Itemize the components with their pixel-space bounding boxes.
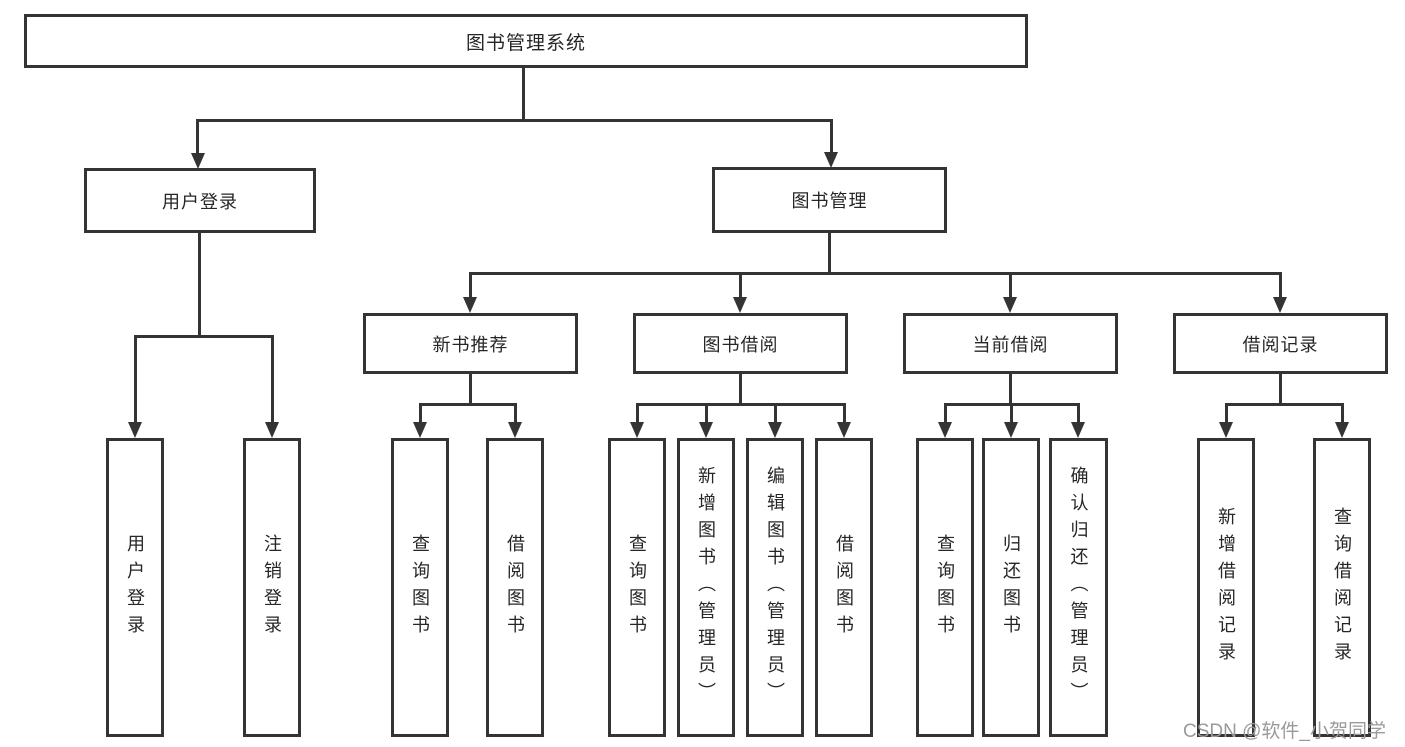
connector-line bbox=[1009, 372, 1012, 406]
arrowhead-down-icon bbox=[824, 152, 838, 168]
node-label: 新书推荐 bbox=[432, 334, 509, 355]
leaf-query-books-recommend: 查询图书 bbox=[391, 438, 449, 737]
connector-line bbox=[705, 403, 708, 424]
leaf-label: 查询借阅记录 bbox=[1332, 506, 1352, 669]
csdn-watermark: CSDN @软件_小贺同学 bbox=[1183, 721, 1386, 742]
leaf-label: 查询图书 bbox=[627, 533, 647, 642]
arrowhead-down-icon bbox=[508, 422, 522, 438]
connector-line bbox=[636, 403, 639, 424]
node-library-management-system: 图书管理系统 bbox=[24, 14, 1028, 68]
leaf-label: 确认归还（管理员） bbox=[1068, 466, 1089, 709]
connector-line bbox=[271, 335, 274, 424]
connector-line bbox=[830, 119, 833, 155]
connector-line bbox=[522, 66, 525, 122]
node-user-login: 用户登录 bbox=[84, 168, 316, 233]
connector-line bbox=[1341, 403, 1344, 424]
leaf-label: 编辑图书（管理员） bbox=[765, 466, 785, 709]
node-label: 图书借阅 bbox=[702, 334, 779, 355]
connector-line bbox=[636, 403, 846, 406]
leaf-label: 用户登录 bbox=[125, 533, 145, 642]
connector-line bbox=[469, 272, 1282, 275]
connector-line bbox=[514, 403, 517, 424]
node-label: 图书管理系统 bbox=[465, 32, 586, 54]
node-label: 用户登录 bbox=[162, 191, 238, 212]
connector-line bbox=[828, 231, 831, 275]
node-borrowing-records: 借阅记录 bbox=[1173, 313, 1388, 374]
node-new-book-recommendation: 新书推荐 bbox=[363, 313, 578, 374]
arrowhead-down-icon bbox=[1273, 297, 1287, 313]
arrowhead-down-icon bbox=[128, 422, 142, 438]
leaf-label: 归还图书 bbox=[1001, 533, 1021, 642]
connector-line bbox=[843, 403, 846, 424]
leaf-borrow-books-recommend: 借阅图书 bbox=[486, 438, 544, 737]
arrowhead-down-icon bbox=[1335, 422, 1349, 438]
arrowhead-down-icon bbox=[463, 297, 477, 313]
node-current-borrowing: 当前借阅 bbox=[903, 313, 1118, 374]
connector-line bbox=[944, 403, 947, 424]
leaf-confirm-return-admin: 确认归还（管理员） bbox=[1049, 438, 1108, 737]
arrowhead-down-icon bbox=[699, 422, 713, 438]
connector-line bbox=[469, 372, 472, 406]
leaf-logout: 注销登录 bbox=[243, 438, 301, 737]
connector-line bbox=[1279, 372, 1282, 406]
connector-line bbox=[1010, 403, 1013, 424]
node-book-borrowing: 图书借阅 bbox=[633, 313, 848, 374]
node-label: 借阅记录 bbox=[1242, 334, 1319, 355]
arrowhead-down-icon bbox=[1071, 422, 1085, 438]
connector-line bbox=[739, 272, 742, 301]
leaf-label: 查询图书 bbox=[410, 533, 430, 642]
connector-line bbox=[134, 335, 274, 338]
leaf-label: 查询图书 bbox=[935, 533, 955, 642]
connector-line bbox=[196, 119, 199, 155]
connector-line bbox=[419, 403, 422, 424]
arrowhead-down-icon bbox=[938, 422, 952, 438]
leaf-label: 新增借阅记录 bbox=[1216, 506, 1236, 669]
connector-line bbox=[1225, 403, 1344, 406]
leaf-add-borrow-record: 新增借阅记录 bbox=[1197, 438, 1255, 737]
connector-line bbox=[1009, 272, 1012, 301]
node-label: 图书管理 bbox=[791, 191, 868, 211]
leaf-query-borrow-record: 查询借阅记录 bbox=[1313, 438, 1371, 737]
connector-line bbox=[739, 372, 742, 406]
leaf-borrow-books: 借阅图书 bbox=[815, 438, 873, 737]
node-label: 当前借阅 bbox=[972, 334, 1049, 355]
arrowhead-down-icon bbox=[1004, 422, 1018, 438]
connector-line bbox=[469, 272, 472, 301]
arrowhead-down-icon bbox=[733, 297, 747, 313]
arrowhead-down-icon bbox=[837, 422, 851, 438]
arrowhead-down-icon bbox=[1003, 297, 1017, 313]
leaf-label: 新增图书（管理员） bbox=[696, 466, 716, 709]
arrowhead-down-icon bbox=[191, 153, 205, 169]
arrowhead-down-icon bbox=[768, 422, 782, 438]
connector-line bbox=[1279, 272, 1282, 301]
leaf-add-books-admin: 新增图书（管理员） bbox=[677, 438, 735, 737]
connector-line bbox=[1077, 403, 1080, 424]
connector-line bbox=[134, 335, 137, 424]
leaf-label: 注销登录 bbox=[262, 533, 282, 642]
leaf-return-books: 归还图书 bbox=[982, 438, 1040, 737]
arrowhead-down-icon bbox=[630, 422, 644, 438]
arrowhead-down-icon bbox=[1219, 422, 1233, 438]
connector-line bbox=[1225, 403, 1228, 424]
connector-line bbox=[196, 119, 833, 122]
connector-line bbox=[774, 403, 777, 424]
arrowhead-down-icon bbox=[413, 422, 427, 438]
leaf-edit-books-admin: 编辑图书（管理员） bbox=[746, 438, 804, 737]
leaf-user-login: 用户登录 bbox=[106, 438, 164, 737]
node-book-management: 图书管理 bbox=[712, 167, 947, 233]
leaf-query-books-current: 查询图书 bbox=[916, 438, 974, 737]
leaf-query-books-borrow: 查询图书 bbox=[608, 438, 666, 737]
leaf-label: 借阅图书 bbox=[505, 533, 525, 642]
arrowhead-down-icon bbox=[265, 422, 279, 438]
connector-line bbox=[419, 403, 517, 406]
connector-line bbox=[198, 231, 201, 338]
leaf-label: 借阅图书 bbox=[834, 533, 854, 642]
